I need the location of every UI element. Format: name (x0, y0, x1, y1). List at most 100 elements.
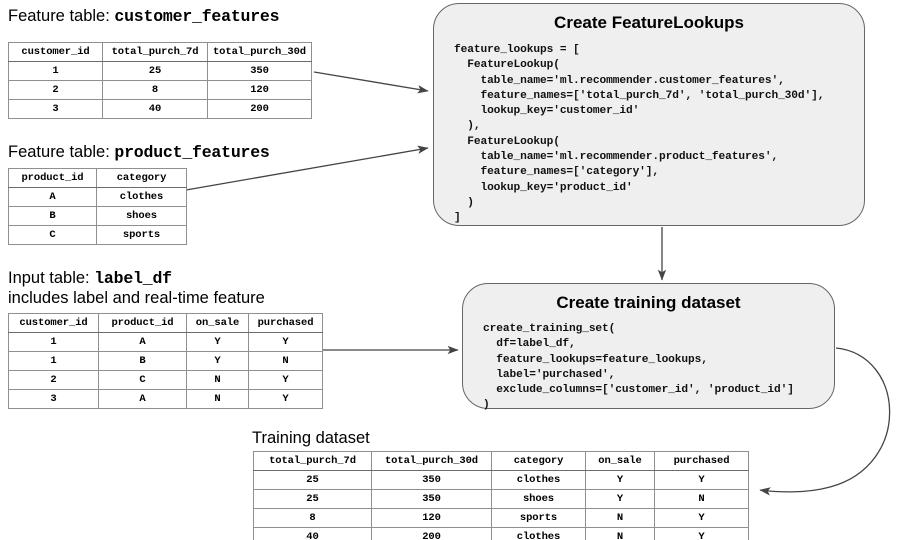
column-header: purchased (248, 313, 323, 333)
table-cell: clothes (96, 187, 187, 207)
box-create-training-dataset: Create training dataset create_training_… (462, 283, 835, 411)
column-header: product_id (8, 168, 97, 188)
table-cell: clothes (491, 470, 586, 490)
table-cell: 25 (253, 470, 372, 490)
table-cell: A (98, 332, 187, 352)
table-cell: Y (654, 508, 749, 528)
column-header: on_sale (186, 313, 249, 333)
table-cell: 8 (253, 508, 372, 528)
table-cell: 1 (8, 332, 99, 352)
table-cell: Y (585, 489, 655, 509)
table-cell: Y (248, 370, 323, 390)
caption-table-name: label_df (94, 269, 172, 288)
table-cell: 1 (8, 351, 99, 371)
box-create-featurelookups: Create FeatureLookups feature_lookups = … (433, 3, 865, 226)
column-header: category (96, 168, 187, 188)
table-cell: 120 (207, 80, 312, 100)
table-cell: shoes (491, 489, 586, 509)
column-header: category (491, 451, 586, 471)
table-cell: 3 (8, 99, 103, 119)
table-cell: 350 (207, 61, 312, 81)
box-title-training-dataset: Create training dataset (556, 293, 741, 312)
table-cell: shoes (96, 206, 187, 226)
table-cell: sports (96, 225, 187, 245)
table-cell: 350 (371, 489, 492, 509)
arrow-customer-features-to-lookups (313, 71, 429, 94)
caption-prefix: Input table: (8, 269, 95, 287)
table-cell: 120 (371, 508, 492, 528)
table-cell: sports (491, 508, 586, 528)
table-cell: 200 (207, 99, 312, 119)
caption-table-name: product_features (114, 143, 270, 162)
caption-customer-features: Feature table: customer_features (8, 6, 280, 27)
table-cell: Y (186, 351, 249, 371)
table-cell: B (8, 206, 97, 226)
column-header: total_purch_30d (371, 451, 492, 471)
table-cell: N (585, 508, 655, 528)
column-header: product_id (98, 313, 187, 333)
table-cell: 40 (253, 527, 372, 540)
caption-table-name: customer_features (114, 7, 280, 26)
table-cell: Y (248, 389, 323, 409)
caption-training-dataset: Training dataset (252, 429, 370, 447)
caption-prefix: Feature table: (8, 143, 115, 161)
column-header: total_purch_7d (253, 451, 372, 471)
table-cell: Y (248, 332, 323, 352)
code-featurelookups: feature_lookups = [ FeatureLookup( table… (454, 44, 825, 225)
caption-label-df-line2: includes label and real-time feature (8, 289, 265, 307)
table-cell: clothes (491, 527, 586, 540)
table-cell: A (98, 389, 187, 409)
table-cell: 2 (8, 80, 103, 100)
table-cell: 200 (371, 527, 492, 540)
column-header: customer_id (8, 42, 103, 62)
table-cell: 350 (371, 470, 492, 490)
table-cell: 8 (102, 80, 208, 100)
table-cell: 40 (102, 99, 208, 119)
table-cell: C (8, 225, 97, 245)
table-cell: N (248, 351, 323, 371)
table-cell: Y (654, 470, 749, 490)
table-cell: 25 (253, 489, 372, 509)
table-cell: Y (585, 470, 655, 490)
table-cell: C (98, 370, 187, 390)
column-header: purchased (654, 451, 749, 471)
table-cell: A (8, 187, 97, 207)
table-cell: B (98, 351, 187, 371)
table-cell: N (585, 527, 655, 540)
table-cell: 3 (8, 389, 99, 409)
caption-label-df: Input table: label_df (8, 268, 172, 289)
column-header: customer_id (8, 313, 99, 333)
table-cell: Y (186, 332, 249, 352)
table-cell: N (186, 389, 249, 409)
caption-prefix: Feature table: (8, 7, 115, 25)
table-cell: Y (654, 527, 749, 540)
code-training-dataset: create_training_set( df=label_df, featur… (483, 323, 794, 412)
table-cell: 25 (102, 61, 208, 81)
table-cell: N (186, 370, 249, 390)
column-header: total_purch_30d (207, 42, 312, 62)
column-header: on_sale (585, 451, 655, 471)
